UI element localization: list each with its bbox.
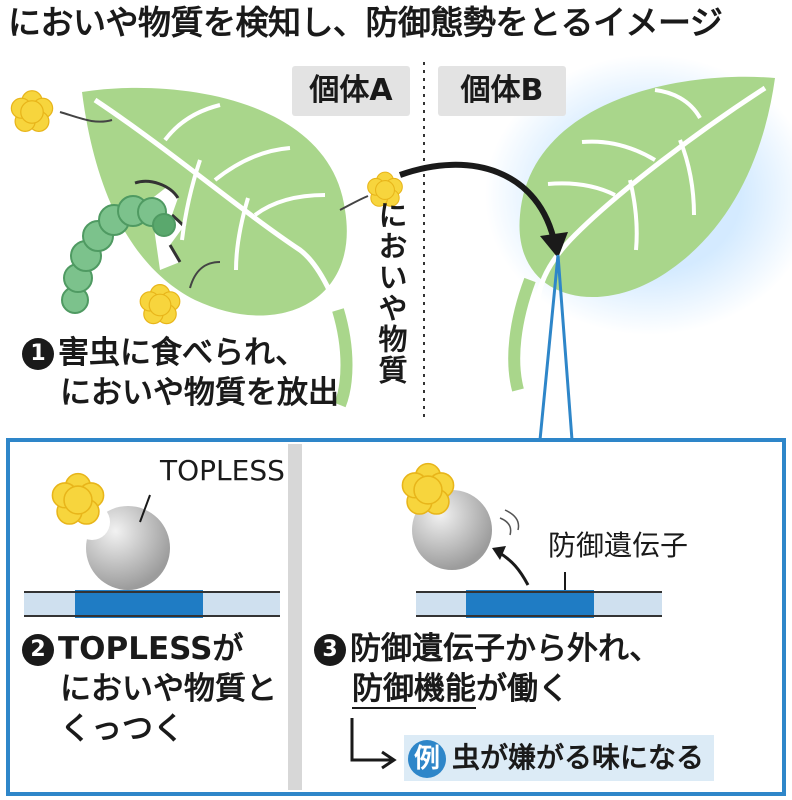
smell-substance-label: においや物質 <box>374 200 408 386</box>
scent-flower-icon <box>10 90 54 132</box>
step3-text1: 防御遺伝子から外れ、 <box>350 631 661 667</box>
step3-underlined-term: 防御機能 <box>352 671 476 709</box>
diagram-title: においや物質を検知し、防御態勢をとるイメージ <box>8 3 723 42</box>
panel-divider <box>288 444 302 790</box>
step3-text2b: が働く <box>476 671 569 707</box>
label-individual-b: 個体B <box>438 66 566 116</box>
step2-number-badge: 2 <box>22 634 54 666</box>
step1-number-badge: 1 <box>22 338 54 370</box>
step2-line2: においや物質と <box>60 671 277 707</box>
step3-number-badge: 3 <box>314 634 346 666</box>
leaf-b <box>485 55 792 392</box>
example-box: 例虫が嫌がる味になる <box>404 735 715 781</box>
leaf-a <box>82 87 353 408</box>
step2-illustration <box>24 472 280 618</box>
result-connector <box>350 718 392 762</box>
example-text: 虫が嫌がる味になる <box>452 741 705 774</box>
zoom-callout <box>538 254 574 441</box>
release-arrow-icon <box>492 546 506 560</box>
transfer-arrowhead-icon <box>540 232 568 258</box>
example-badge: 例 <box>408 740 446 778</box>
scent-flower-icon <box>139 284 181 325</box>
step3-illustration <box>401 462 662 618</box>
step1-text1: 害虫に食べられ、 <box>58 335 307 371</box>
defense-gene-label: 防御遺伝子 <box>548 529 689 562</box>
step2-line3: くっつく <box>60 711 184 747</box>
label-individual-a: 個体A <box>292 66 410 116</box>
caterpillar <box>61 195 176 314</box>
step1-line2: においや物質を放出 <box>60 375 339 411</box>
transfer-arrow <box>398 161 558 246</box>
step3-line2: 防御機能が働く <box>352 671 569 709</box>
topless-label: TOPLESS <box>160 454 285 487</box>
step2-text1: TOPLESSが <box>58 631 244 667</box>
